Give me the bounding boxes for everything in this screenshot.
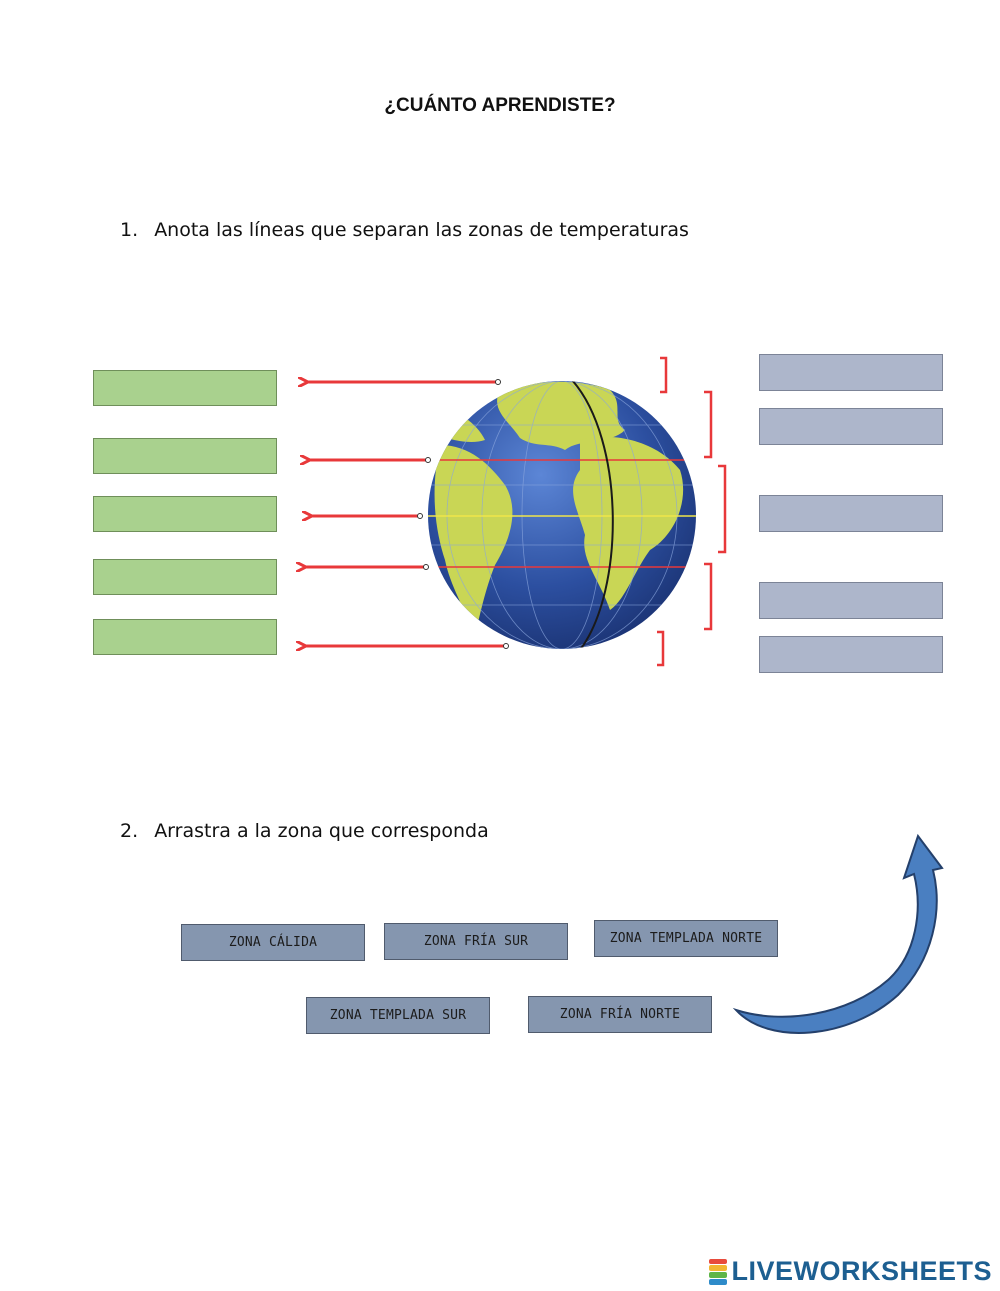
question-2: 2. Arrastra a la zona que corresponda [120,820,489,842]
arrow-group [304,382,506,646]
line-input-4[interactable] [93,559,277,595]
brand-logo: LIVEWORKSHEETS [709,1256,992,1287]
bracket-icon [657,630,665,667]
bracket-icon [718,464,727,554]
question-2-text: Arrastra a la zona que corresponda [154,820,489,842]
tile-zona-calida[interactable]: ZONA CÁLIDA [181,924,365,961]
tile-zona-fria-sur[interactable]: ZONA FRÍA SUR [384,923,568,960]
question-1-text: Anota las líneas que separan las zonas d… [154,219,689,241]
zone-dropzone-5[interactable] [759,636,943,673]
bracket-icon [704,390,713,459]
page-title: ¿CUÁNTO APRENDISTE? [384,95,616,116]
zone-dropzone-3[interactable] [759,495,943,532]
curved-arrow-icon [732,833,944,1034]
line-input-3[interactable] [93,496,277,532]
line-input-1[interactable] [93,370,277,406]
question-1-number: 1. [120,219,139,241]
question-2-number: 2. [120,820,139,842]
tile-zona-templada-norte[interactable]: ZONA TEMPLADA NORTE [594,920,778,957]
tile-zona-templada-sur[interactable]: ZONA TEMPLADA SUR [306,997,490,1034]
zone-dropzone-1[interactable] [759,354,943,391]
bracket-icon [660,356,668,394]
bracket-group [657,356,727,667]
line-input-2[interactable] [93,438,277,474]
zone-dropzone-2[interactable] [759,408,943,445]
liveworksheets-logo-icon [709,1258,728,1285]
globe-diagram [280,356,727,667]
line-input-5[interactable] [93,619,277,655]
question-1: 1. Anota las líneas que separan las zona… [120,219,689,241]
zone-dropzone-4[interactable] [759,582,943,619]
tile-zona-fria-norte[interactable]: ZONA FRÍA NORTE [528,996,712,1033]
brand-name: LIVEWORKSHEETS [731,1256,992,1286]
bracket-icon [704,562,713,631]
globe-illustration [428,381,696,649]
